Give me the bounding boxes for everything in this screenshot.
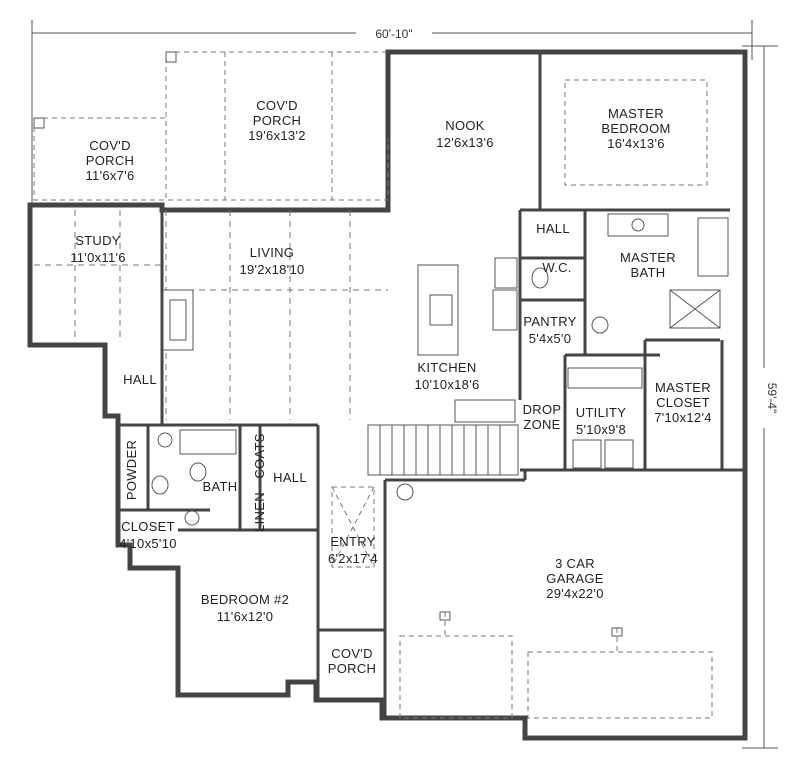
closet-label: CLOSET — [121, 519, 175, 534]
nook-size: 12'6x13'6 — [436, 135, 494, 150]
garage-opener-box-2 — [611, 627, 623, 637]
interior-walls — [118, 52, 745, 720]
bedroom2-label: BEDROOM #2 — [201, 592, 289, 607]
fridge — [494, 257, 518, 289]
master-tub — [697, 217, 729, 277]
utility-size: 5'10x9'8 — [576, 422, 626, 437]
entry-water-heater — [396, 483, 414, 501]
utility-shelf — [567, 367, 643, 389]
garage-door-single — [399, 635, 513, 719]
bath-label: BATH — [203, 479, 238, 494]
dryer — [604, 439, 634, 469]
left-porch-outline — [33, 117, 167, 201]
stair-run — [367, 424, 519, 476]
utility-fixtures — [567, 367, 643, 469]
overall-depth-label: 59'-4" — [765, 383, 779, 414]
kitchen-fixtures — [417, 257, 518, 423]
depth-dimension: 59'-4" — [742, 45, 779, 749]
pantry-sink — [591, 316, 609, 334]
entry-size: 6'2x17'4 — [328, 551, 378, 566]
shower-x-2 — [669, 289, 721, 329]
linen-label: LINEN — [252, 492, 267, 532]
study-size: 11'0x11'6 — [70, 250, 126, 265]
exterior-wall — [27, 49, 748, 741]
pantry-label: PANTRY — [523, 314, 576, 329]
left-porch-rect — [33, 117, 167, 201]
nook-label: NOOK — [445, 118, 485, 133]
overall-width-label: 60'-10" — [375, 27, 412, 41]
entry-skylight-x2 — [331, 486, 375, 568]
hall-center-label: HALL — [273, 470, 307, 485]
fireplace — [162, 289, 194, 351]
hall-toilet — [189, 462, 207, 482]
hall-sink — [184, 510, 200, 526]
covd-porch-left-size: 11'6x7'6 — [85, 168, 134, 183]
kitchen-range — [492, 289, 518, 331]
rear-porch-post — [165, 51, 177, 63]
entry-fixtures — [331, 483, 414, 568]
wc-label: W.C. — [542, 260, 571, 275]
study-label: STUDY — [75, 233, 121, 248]
coats-label: COATS — [252, 433, 267, 478]
kitchen-label: KITCHEN — [417, 360, 476, 375]
garage-opener-box-1 — [439, 611, 451, 621]
entry-skylight — [331, 486, 375, 568]
master-bedroom-size: 16'4x13'6 — [607, 136, 665, 151]
master-bed-tray — [564, 79, 708, 186]
closet-size: 4'10x5'10 — [119, 536, 177, 551]
hall-left-label: HALL — [123, 372, 157, 387]
garage-doors — [399, 611, 713, 719]
hall-master-label: HALL — [536, 221, 570, 236]
powder-sink — [157, 432, 173, 448]
master-bath-fixtures — [531, 213, 729, 334]
covd-porch-rear-size: 19'6x13'2 — [248, 128, 306, 143]
master-sink — [631, 218, 645, 232]
powder-label: POWDER — [124, 440, 139, 500]
hall-tub — [179, 429, 237, 455]
bedroom2-size: 11'6x12'0 — [217, 609, 274, 624]
master-closet-size: 7'10x12'4 — [654, 410, 712, 425]
living-label: LIVING — [250, 245, 294, 260]
utility-label: UTILITY — [576, 405, 627, 420]
kitchen-size: 10'10x18'6 — [414, 377, 479, 392]
washer — [572, 439, 602, 469]
living-size: 19'2x18'10 — [239, 262, 304, 277]
stairs — [367, 424, 519, 476]
entry-label: ENTRY — [330, 534, 375, 549]
left-porch-post — [33, 117, 45, 129]
pantry-size: 5'4x5'0 — [529, 331, 571, 346]
island-sink — [429, 294, 453, 326]
garage-size: 29'4x22'0 — [546, 586, 604, 601]
garage-door-double — [527, 651, 713, 719]
fireplace-firebox — [169, 299, 187, 341]
wc-toilet — [531, 267, 549, 289]
kitchen-counter — [454, 399, 516, 423]
hall-bath-fixtures — [151, 429, 237, 526]
width-dimension: 60'-10" — [31, 20, 753, 205]
powder-toilet — [151, 475, 169, 495]
